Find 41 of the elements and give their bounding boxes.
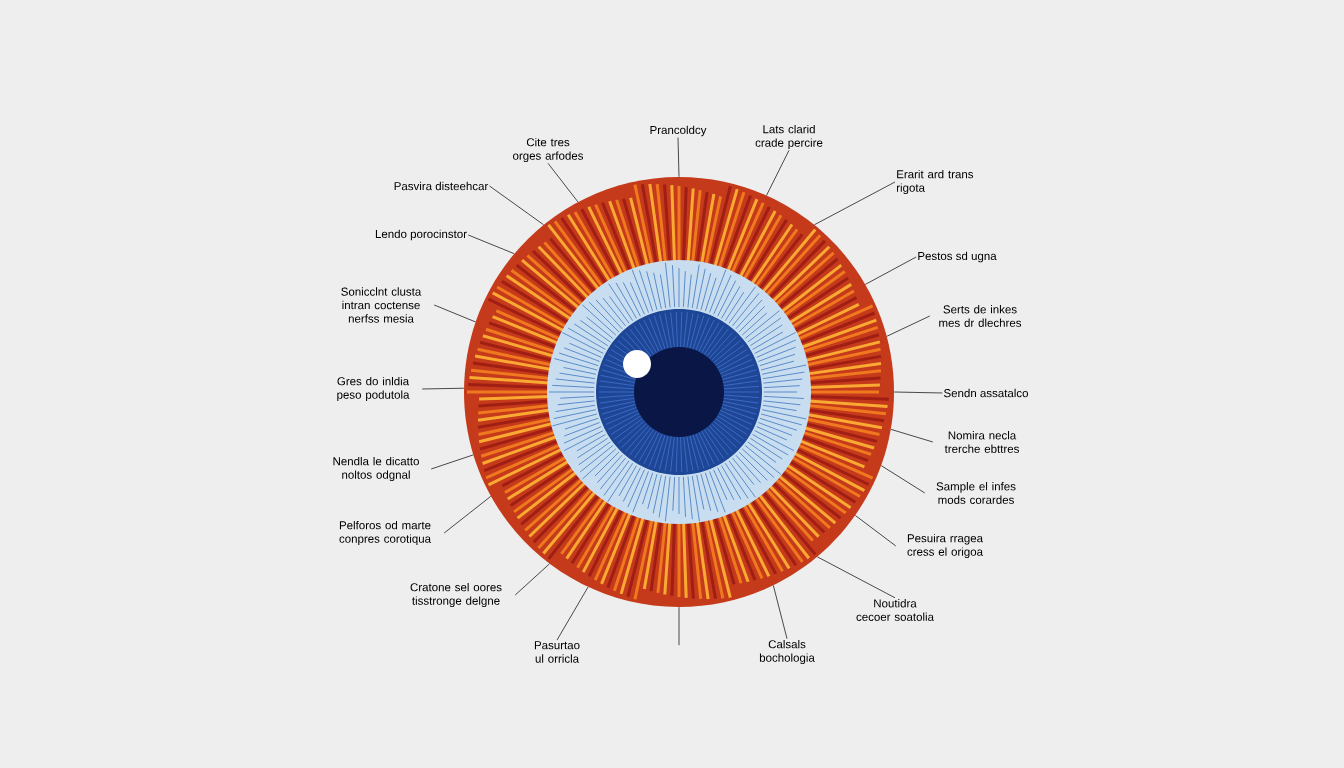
part-label: Sendn assatalco bbox=[944, 388, 1028, 398]
part-label: Sample el infes mods corardes bbox=[936, 482, 1016, 504]
part-label: Pestos sd ugna bbox=[918, 251, 997, 263]
part-label: Prancoldcy bbox=[650, 125, 707, 137]
part-label: Pesuira rragea cress el origoa bbox=[907, 533, 984, 559]
leader-line bbox=[430, 454, 474, 470]
part-label: Lats clarid crade percire bbox=[755, 124, 823, 150]
part-label: Erarit ard trans rigota bbox=[896, 169, 974, 195]
leader-line bbox=[421, 387, 465, 390]
part-label: Serts de inkes mes dr dlechres bbox=[939, 305, 1022, 327]
leader-line bbox=[556, 586, 589, 641]
leader-line bbox=[443, 495, 492, 534]
part-label: Noutidra cecoer soatolia bbox=[856, 599, 934, 621]
leader-line bbox=[814, 181, 896, 226]
leader-line bbox=[886, 315, 931, 337]
leader-line bbox=[772, 585, 788, 640]
leader-line bbox=[890, 428, 934, 443]
part-label: Nendla le dicatto noltos odgnal bbox=[333, 456, 419, 482]
leader-line bbox=[514, 563, 550, 596]
leader-line bbox=[677, 137, 680, 178]
leader-line bbox=[880, 465, 926, 494]
leader-line bbox=[433, 304, 476, 323]
part-label: Pasurtao ul orricla bbox=[534, 641, 580, 663]
leader-line bbox=[467, 234, 515, 255]
part-label: Cite tres orges arfodes bbox=[513, 137, 584, 163]
part-label: Calsals bochologia bbox=[759, 639, 815, 665]
leader-line bbox=[766, 149, 790, 196]
part-label: Gres do inldia peso podutola bbox=[337, 376, 410, 402]
leader-line bbox=[865, 256, 917, 285]
part-label: Sonicclnt clusta intran coctense nerfss mesia bbox=[341, 287, 422, 323]
leader-line bbox=[893, 391, 943, 394]
part-label: Cratone sel oores tisstronge delgne bbox=[410, 582, 502, 608]
leader-line bbox=[678, 606, 680, 646]
part-label: Nomira necla trerche ebttres bbox=[944, 431, 1019, 453]
leader-line bbox=[854, 515, 897, 547]
part-label: Lendo porocinstor bbox=[375, 229, 467, 241]
leader-line bbox=[547, 162, 579, 203]
leader-line bbox=[816, 556, 896, 599]
part-label: Pelforos od marte conpres corotiqua bbox=[339, 520, 431, 546]
leader-line bbox=[489, 185, 544, 226]
part-label: Pasvira disteehcar bbox=[394, 181, 489, 191]
